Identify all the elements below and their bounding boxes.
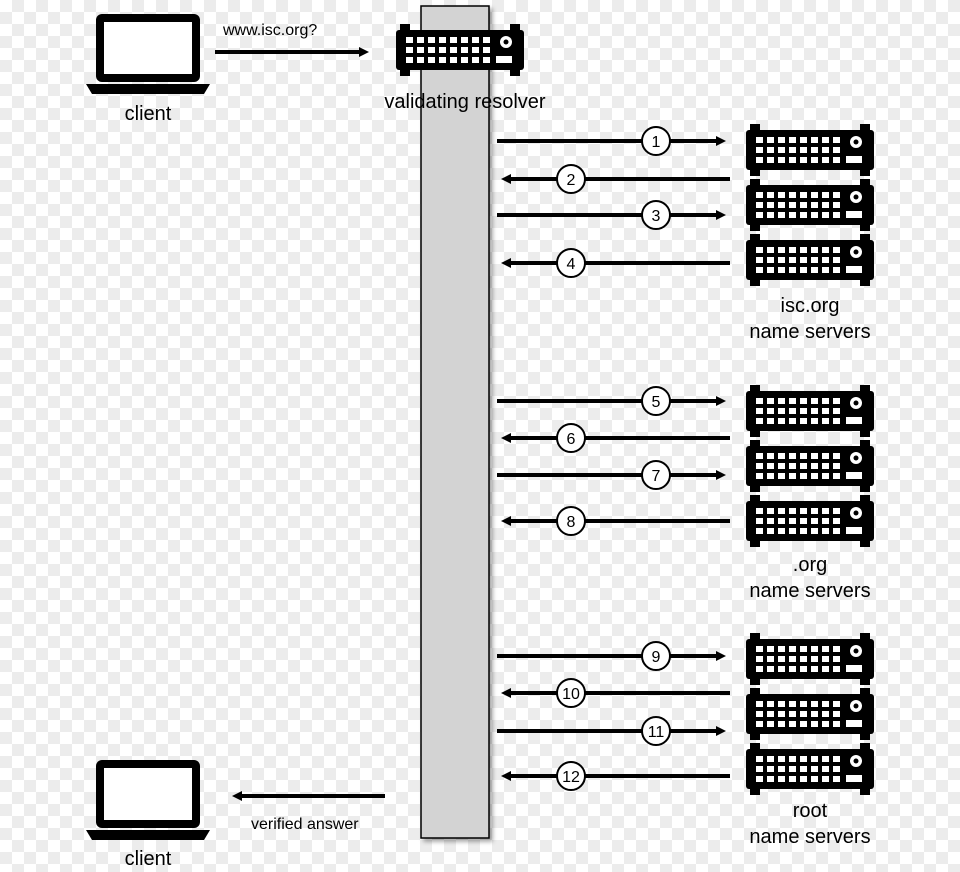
client-bottom-label: client <box>124 848 172 870</box>
step-5-badge <box>641 386 671 416</box>
step-number-label: 6 <box>567 431 576 448</box>
step-number-label: 12 <box>562 769 580 786</box>
server-rack-icon <box>746 633 874 685</box>
step-10-badge <box>556 678 586 708</box>
step-number-label: 5 <box>652 394 661 411</box>
step-2-badge <box>556 164 586 194</box>
server-rack-icon <box>746 234 874 286</box>
step-12-badge <box>556 761 586 791</box>
isc-org-group-label: isc.org name servers <box>720 293 900 345</box>
group-label-line1: .org <box>792 554 828 576</box>
step-number-label: 8 <box>567 514 576 531</box>
server-rack-icon <box>746 440 874 492</box>
isc-org-server-stack <box>746 124 874 286</box>
step-number-label: 3 <box>652 208 661 225</box>
step-number-label: 10 <box>562 686 580 703</box>
step-number-label: 7 <box>652 468 661 485</box>
group-label-line1: isc.org <box>780 295 840 317</box>
step-number-label: 11 <box>648 724 665 741</box>
step-number-label: 2 <box>567 172 576 189</box>
client-top-laptop-icon <box>86 14 210 94</box>
answer-label: verified answer <box>251 816 359 833</box>
server-rack-icon <box>746 495 874 547</box>
root-group-label: root name servers <box>720 798 900 850</box>
step-8-badge <box>556 506 586 536</box>
client-bottom-laptop-icon <box>86 760 210 840</box>
group-label-line2: name servers <box>749 580 871 602</box>
group-label-line2: name servers <box>749 321 871 343</box>
server-rack-icon <box>746 124 874 176</box>
step-1-badge <box>641 126 671 156</box>
server-rack-icon <box>746 179 874 231</box>
step-number-label: 9 <box>652 649 661 666</box>
org-group-label: .org name servers <box>720 552 900 604</box>
org-server-stack <box>746 385 874 547</box>
step-number-label: 4 <box>567 256 576 273</box>
server-rack-icon <box>746 743 874 795</box>
resolver-label: validating resolver <box>384 91 546 113</box>
step-7-badge <box>641 460 671 490</box>
resolver-server-icon <box>396 24 524 76</box>
step-9-badge <box>641 641 671 671</box>
server-rack-icon <box>746 688 874 740</box>
root-server-stack <box>746 633 874 795</box>
server-rack-icon <box>746 385 874 437</box>
group-label-line2: name servers <box>749 826 871 848</box>
step-4-badge <box>556 248 586 278</box>
group-label-line1: root <box>792 800 828 822</box>
step-11-badge <box>641 716 671 746</box>
resolver-timeline-bar <box>420 5 490 839</box>
step-number-label: 1 <box>652 134 661 151</box>
step-6-badge <box>556 423 586 453</box>
step-3-badge <box>641 200 671 230</box>
query-label: www.isc.org? <box>223 22 318 39</box>
client-top-label: client <box>124 103 172 125</box>
